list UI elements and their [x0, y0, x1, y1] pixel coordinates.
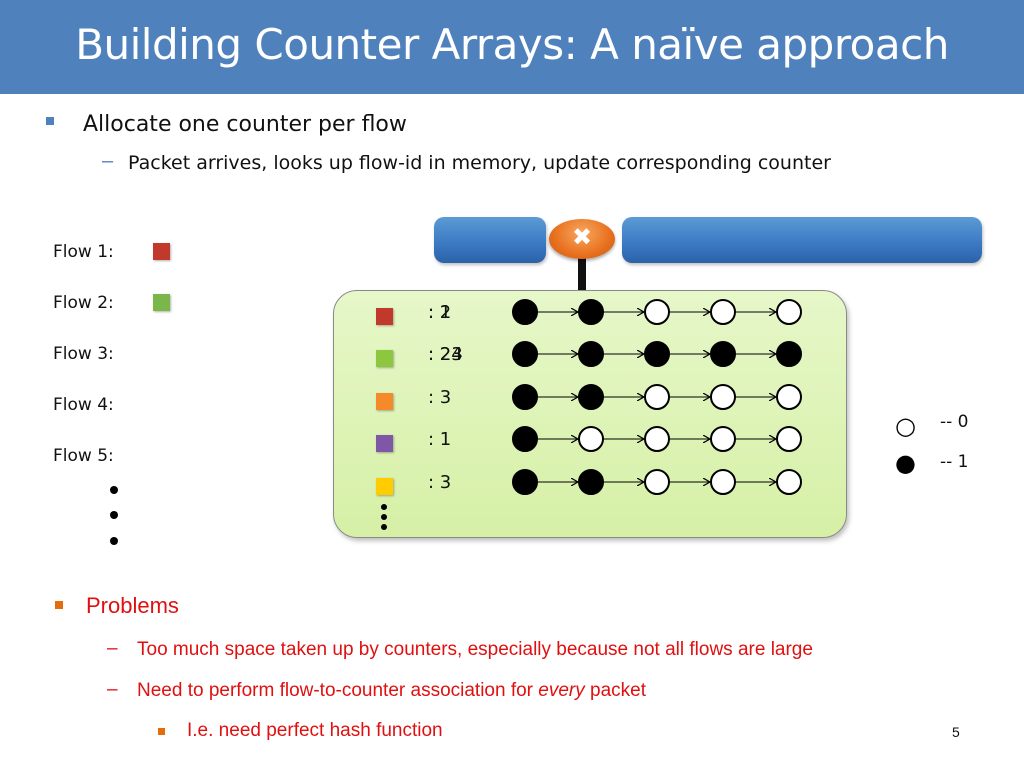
flow-color-square: [153, 243, 170, 260]
flow-label: Flow 2:: [53, 293, 114, 313]
bit-one: [512, 426, 538, 452]
counter-value: : 2: [428, 302, 452, 323]
main-bullet-text: Allocate one counter per flow: [83, 112, 407, 137]
network-link-left: [434, 217, 546, 263]
dash-bullet-icon: –: [102, 150, 114, 172]
counter-value: : 3: [428, 387, 452, 408]
dash-bullet-icon: –: [107, 679, 118, 700]
emphasis-every: every: [538, 680, 585, 701]
dash-bullet-icon: –: [107, 638, 118, 659]
ellipsis-dot: [110, 537, 118, 545]
bit-zero: [578, 426, 604, 452]
ellipsis-dot: [381, 524, 387, 530]
square-bullet-icon: [46, 117, 54, 125]
ellipsis-dot: [381, 504, 387, 510]
counter-color-square: [376, 308, 393, 325]
router-stem: [578, 258, 586, 291]
bit-zero: [776, 299, 802, 325]
legend-empty-circle-icon: ○: [895, 412, 916, 440]
counter-color-square: [376, 393, 393, 410]
counter-value: : 23: [428, 344, 463, 365]
counter-value-overlay: : 1: [428, 302, 452, 323]
ellipsis-dot: [110, 486, 118, 494]
bit-zero: [644, 299, 670, 325]
flow-label: Flow 3:: [53, 344, 114, 364]
bit-one: [578, 384, 604, 410]
counter-value-overlay: : 24: [428, 344, 463, 365]
bit-zero: [710, 299, 736, 325]
network-link-right: [622, 217, 982, 263]
router-icon: ✖: [549, 219, 615, 259]
bit-one: [710, 341, 736, 367]
bit-one: [578, 299, 604, 325]
bit-zero: [644, 384, 670, 410]
bit-one: [776, 341, 802, 367]
square-bullet-icon: [55, 601, 63, 609]
bit-zero: [710, 384, 736, 410]
bit-one: [512, 299, 538, 325]
problems-heading: Problems: [86, 593, 179, 618]
bit-zero: [776, 426, 802, 452]
legend-filled-circle-icon: ●: [895, 449, 916, 477]
router-x-icon: ✖: [571, 224, 593, 251]
bit-one: [578, 469, 604, 495]
flow-label: Flow 5:: [53, 446, 114, 466]
bit-zero: [710, 469, 736, 495]
flow-label: Flow 4:: [53, 395, 114, 415]
problem-item: Need to perform flow-to-counter associat…: [137, 680, 647, 701]
ellipsis-dot: [381, 514, 387, 520]
sub-bullet-text: Packet arrives, looks up flow-id in memo…: [128, 152, 831, 174]
counter-value: : 3: [428, 472, 452, 493]
bit-zero: [710, 426, 736, 452]
counter-color-square: [376, 478, 393, 495]
counter-value: : 1: [428, 429, 452, 450]
legend-label: -- 1: [940, 452, 969, 472]
ellipsis-dot: [110, 511, 118, 519]
flow-color-square: [153, 294, 170, 311]
flow-label: Flow 1:: [53, 242, 114, 262]
counter-color-square: [376, 435, 393, 452]
bit-one: [578, 341, 604, 367]
bit-zero: [776, 469, 802, 495]
counter-color-square: [376, 350, 393, 367]
title-bar: Building Counter Arrays: A naïve approac…: [0, 0, 1024, 94]
counter-array-box: [333, 290, 847, 538]
bit-one: [512, 341, 538, 367]
bit-one: [644, 341, 670, 367]
page-number: 5: [952, 724, 960, 740]
bit-zero: [644, 469, 670, 495]
bit-zero: [644, 426, 670, 452]
square-bullet-icon: [158, 728, 165, 735]
bit-zero: [776, 384, 802, 410]
bit-one: [512, 469, 538, 495]
problem-subitem: I.e. need perfect hash function: [187, 720, 443, 741]
legend-label: -- 0: [940, 412, 969, 432]
slide-title: Building Counter Arrays: A naïve approac…: [75, 20, 949, 69]
bit-one: [512, 384, 538, 410]
problem-item: Too much space taken up by counters, esp…: [137, 639, 813, 660]
